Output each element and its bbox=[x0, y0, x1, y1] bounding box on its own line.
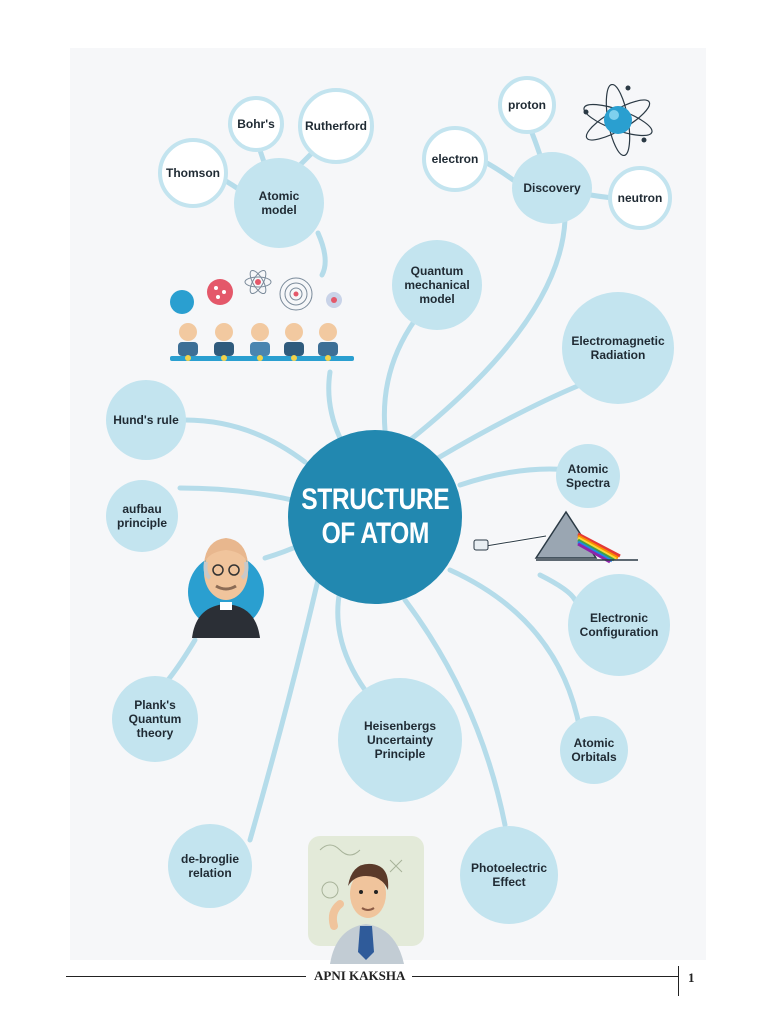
node-proton: proton bbox=[498, 76, 556, 134]
connector-center-models-strip bbox=[326, 369, 343, 441]
node-label: Electromagnetic Radiation bbox=[571, 334, 665, 362]
center-title-line-1: STRUCTURE bbox=[300, 483, 450, 516]
connector-center-atomic-model bbox=[315, 230, 328, 278]
node-label: Rutherford bbox=[305, 119, 367, 133]
center-node-structure-of-atom: STRUCTURE OF ATOM bbox=[288, 430, 462, 604]
node-bohrs: Bohr's bbox=[228, 96, 284, 152]
node-label: Atomic model bbox=[258, 189, 300, 217]
connector-center-de-broglie bbox=[247, 577, 321, 843]
scientist-portrait-de-broglie bbox=[308, 836, 424, 964]
connector-center-atomic-spectra bbox=[457, 466, 573, 488]
node-label: Atomic Orbitals bbox=[571, 736, 617, 764]
node-atomic-orbitals: Atomic Orbitals bbox=[560, 716, 628, 784]
node-electron: electron bbox=[422, 126, 488, 192]
node-label: Discovery bbox=[523, 181, 581, 195]
node-neutron: neutron bbox=[608, 166, 672, 230]
footer-rule-left bbox=[66, 976, 306, 977]
connector-center-photoelectric bbox=[402, 597, 508, 828]
node-discovery: Discovery bbox=[512, 152, 592, 224]
node-rutherford: Rutherford bbox=[298, 88, 374, 164]
page-number: 1 bbox=[688, 970, 695, 985]
node-thomson: Thomson bbox=[158, 138, 228, 208]
connector-center-heisenberg bbox=[335, 587, 368, 693]
node-label: electron bbox=[431, 152, 479, 166]
node-heisenbergs-uncertainty-principle: Heisenbergs Uncertainty Principle bbox=[338, 678, 462, 802]
footer-page-divider bbox=[678, 966, 679, 996]
connector-center-quantum bbox=[381, 317, 418, 433]
node-de-broglie-relation: de-broglie relation bbox=[168, 824, 252, 908]
atomic-models-illustration bbox=[170, 269, 354, 361]
connector-center-hunds-rule bbox=[182, 417, 308, 465]
node-label: proton bbox=[508, 98, 546, 112]
node-electronic-configuration: Electronic Configuration bbox=[568, 574, 670, 676]
node-quantum-mechanical-model: Quantum mechanical model bbox=[392, 240, 482, 330]
node-label: Hund's rule bbox=[113, 413, 179, 427]
node-photoelectric-effect: Photoelectric Effect bbox=[460, 826, 558, 924]
node-hunds-rule: Hund's rule bbox=[106, 380, 186, 460]
connector-center-em-radiation bbox=[435, 382, 583, 461]
footer-brand: APNI KAKSHA bbox=[314, 968, 406, 983]
node-label: Atomic Spectra bbox=[565, 462, 611, 490]
node-label: Electronic Configuration bbox=[579, 611, 659, 639]
node-planks-quantum-theory: Plank's Quantum theory bbox=[112, 676, 198, 762]
node-label: aufbau principle bbox=[116, 502, 167, 530]
node-electromagnetic-radiation: Electromagnetic Radiation bbox=[562, 292, 674, 404]
connector-center-aufbau bbox=[177, 485, 295, 503]
node-label: neutron bbox=[617, 191, 663, 205]
node-label: Quantum mechanical model bbox=[404, 264, 470, 306]
node-label: Bohr's bbox=[237, 117, 275, 131]
connector-center-electronic-config bbox=[537, 572, 578, 603]
node-label: Photoelectric Effect bbox=[470, 861, 548, 889]
center-title-line-2: OF ATOM bbox=[321, 517, 429, 550]
node-label: de-broglie relation bbox=[180, 852, 239, 880]
node-atomic-model: Atomic model bbox=[234, 158, 324, 248]
prism-icon bbox=[473, 510, 638, 564]
connector-center-discovery bbox=[407, 217, 568, 443]
node-label: Thomson bbox=[166, 166, 220, 180]
atom-icon bbox=[583, 84, 653, 156]
node-label: Plank's Quantum theory bbox=[128, 698, 182, 740]
node-aufbau-principle: aufbau principle bbox=[106, 480, 178, 552]
footer-rule-right bbox=[412, 976, 678, 977]
connector-planck-portrait-quantum bbox=[165, 637, 198, 683]
scientist-portrait-planck bbox=[188, 538, 264, 638]
node-atomic-spectra: Atomic Spectra bbox=[556, 444, 620, 508]
connector-center-atomic-orbitals bbox=[447, 567, 583, 733]
node-label: Heisenbergs Uncertainty Principle bbox=[363, 719, 437, 761]
